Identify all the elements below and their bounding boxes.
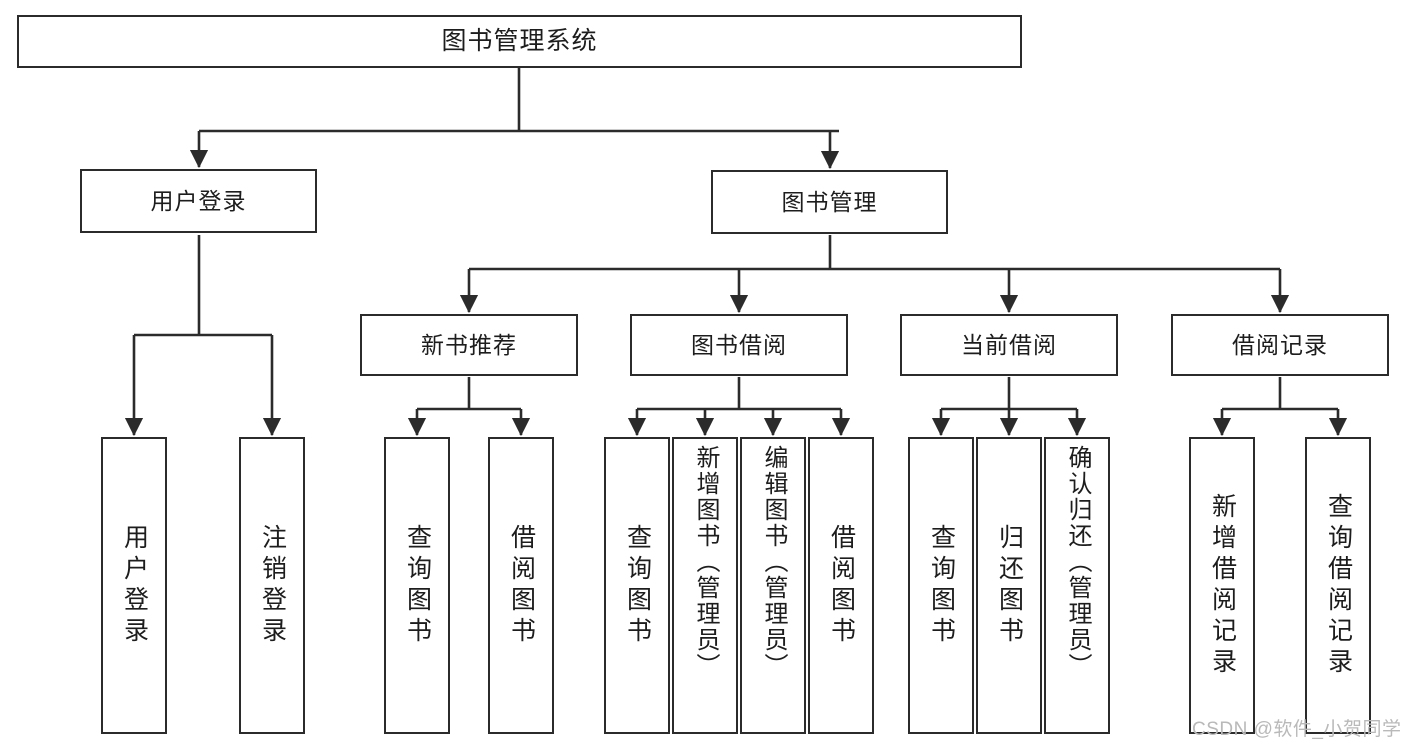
node-root-system[interactable]: 图书管理系统 [17,15,1022,68]
leaf-borrow-borrow-book-label: 借阅图书 [827,523,856,648]
leaf-new-book-query[interactable]: 查询图书 [384,437,450,734]
leaf-record-add-label: 新增借阅记录 [1208,492,1237,679]
leaf-borrow-query-book-label: 查询图书 [623,523,652,648]
leaf-record-query[interactable]: 查询借阅记录 [1305,437,1371,734]
leaf-user-login-signout[interactable]: 注销登录 [239,437,305,734]
leaf-current-confirm-return-label: 确认归还（管理员） [1064,445,1091,679]
leaf-borrow-edit-book[interactable]: 编辑图书（管理员） [740,437,806,734]
node-user-login-label: 用户登录 [150,187,247,214]
node-book-borrow[interactable]: 图书借阅 [630,314,848,376]
node-book-borrow-label: 图书借阅 [691,331,787,358]
leaf-record-query-label: 查询借阅记录 [1324,492,1353,679]
leaf-record-add[interactable]: 新增借阅记录 [1189,437,1255,734]
leaf-borrow-borrow-book[interactable]: 借阅图书 [808,437,874,734]
node-current-borrow[interactable]: 当前借阅 [900,314,1118,376]
leaf-new-book-borrow-label: 借阅图书 [507,523,536,648]
node-new-book-recommend[interactable]: 新书推荐 [360,314,578,376]
leaf-borrow-add-book-label: 新增图书（管理员） [692,445,719,679]
leaf-user-login-signout-label: 注销登录 [258,523,287,648]
leaf-new-book-borrow[interactable]: 借阅图书 [488,437,554,734]
leaf-new-book-query-label: 查询图书 [403,523,432,648]
leaf-borrow-query-book[interactable]: 查询图书 [604,437,670,734]
node-book-management-label: 图书管理 [781,188,878,215]
leaf-user-login-signin-label: 用户登录 [120,523,149,648]
leaf-current-query-book-label: 查询图书 [927,523,956,648]
watermark-text: CSDN @软件_小贺同学 [1192,719,1402,740]
node-root-system-label: 图书管理系统 [441,27,598,55]
leaf-borrow-edit-book-label: 编辑图书（管理员） [760,445,787,679]
leaf-borrow-add-book[interactable]: 新增图书（管理员） [672,437,738,734]
node-borrow-record-label: 借阅记录 [1232,331,1328,358]
node-current-borrow-label: 当前借阅 [961,331,1057,358]
leaf-current-return-book[interactable]: 归还图书 [976,437,1042,734]
leaf-current-return-book-label: 归还图书 [995,523,1024,648]
leaf-user-login-signin[interactable]: 用户登录 [101,437,167,734]
leaf-current-confirm-return[interactable]: 确认归还（管理员） [1044,437,1110,734]
node-book-management[interactable]: 图书管理 [711,170,948,234]
node-new-book-recommend-label: 新书推荐 [421,331,517,358]
node-borrow-record[interactable]: 借阅记录 [1171,314,1389,376]
leaf-current-query-book[interactable]: 查询图书 [908,437,974,734]
node-user-login[interactable]: 用户登录 [80,169,317,233]
